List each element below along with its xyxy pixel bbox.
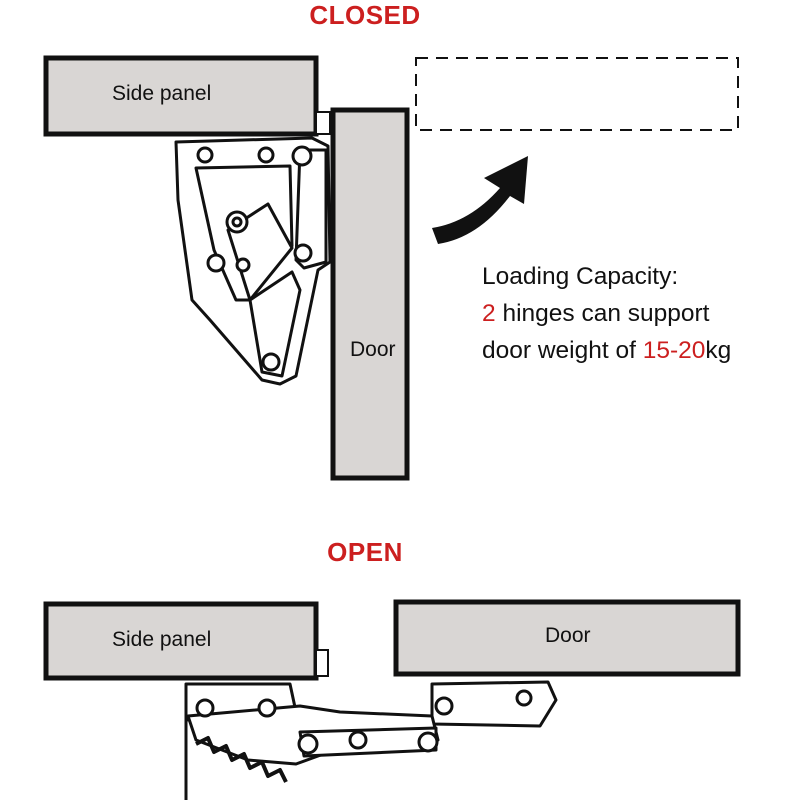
weight-range: 15-20: [642, 337, 706, 364]
pivot-screw: [348, 730, 368, 750]
capacity-line-2: 2 hinges can support: [482, 295, 731, 332]
closed-section: [43, 55, 739, 481]
pivot-screw: [195, 698, 215, 718]
pivot-screw: [515, 689, 533, 707]
panel-edge-strip: [315, 111, 331, 135]
side-panel-label-closed: Side panel: [112, 82, 212, 105]
pivot-screw: [206, 253, 226, 273]
pivot-screw: [261, 352, 281, 372]
pivot-screw: [291, 145, 313, 167]
pivot-screw: [257, 146, 275, 164]
pivot-screw: [297, 733, 319, 755]
pivot-screw: [417, 731, 439, 753]
loading-capacity-note: Loading Capacity: 2 hinges can support d…: [482, 258, 731, 369]
pivot-screw: [231, 216, 243, 228]
hinge-spring: [195, 736, 288, 783]
weight-unit: kg: [705, 337, 732, 364]
capacity-line-3: door weight of 15-20kg: [482, 332, 731, 369]
capacity-line-2-text: hinges can support: [495, 300, 710, 327]
pivot-screw: [257, 698, 277, 718]
pivot-screw: [196, 146, 214, 164]
hinge-lever: [294, 148, 328, 270]
door-label-closed: Door: [350, 338, 396, 361]
pivot-screw: [434, 696, 454, 716]
door-label-open: Door: [545, 624, 591, 647]
hinge-lower-arm: [248, 270, 302, 378]
hinge-count: 2: [482, 300, 496, 327]
side-panel-closed: [43, 55, 319, 137]
side-panel-open: [43, 601, 319, 681]
hinge-mechanism-closed: [174, 136, 332, 386]
pivot-screw: [293, 243, 313, 263]
panel-edge-strip: [315, 649, 329, 677]
capacity-line-3-text: door weight of: [482, 337, 643, 364]
opening-direction-arrow: [432, 156, 528, 244]
side-panel-label-open: Side panel: [112, 628, 212, 651]
door-open-position-outline: [415, 57, 739, 131]
open-section: [43, 599, 741, 800]
door-open: [393, 599, 741, 677]
open-title: OPEN: [327, 537, 403, 567]
closed-title: CLOSED: [309, 0, 421, 30]
hinge-link-arm: [298, 726, 438, 758]
hinge-mechanism-open: [184, 680, 558, 800]
door-closed: [330, 107, 410, 481]
pivot-screw: [235, 257, 251, 273]
capacity-heading: Loading Capacity:: [482, 263, 679, 290]
